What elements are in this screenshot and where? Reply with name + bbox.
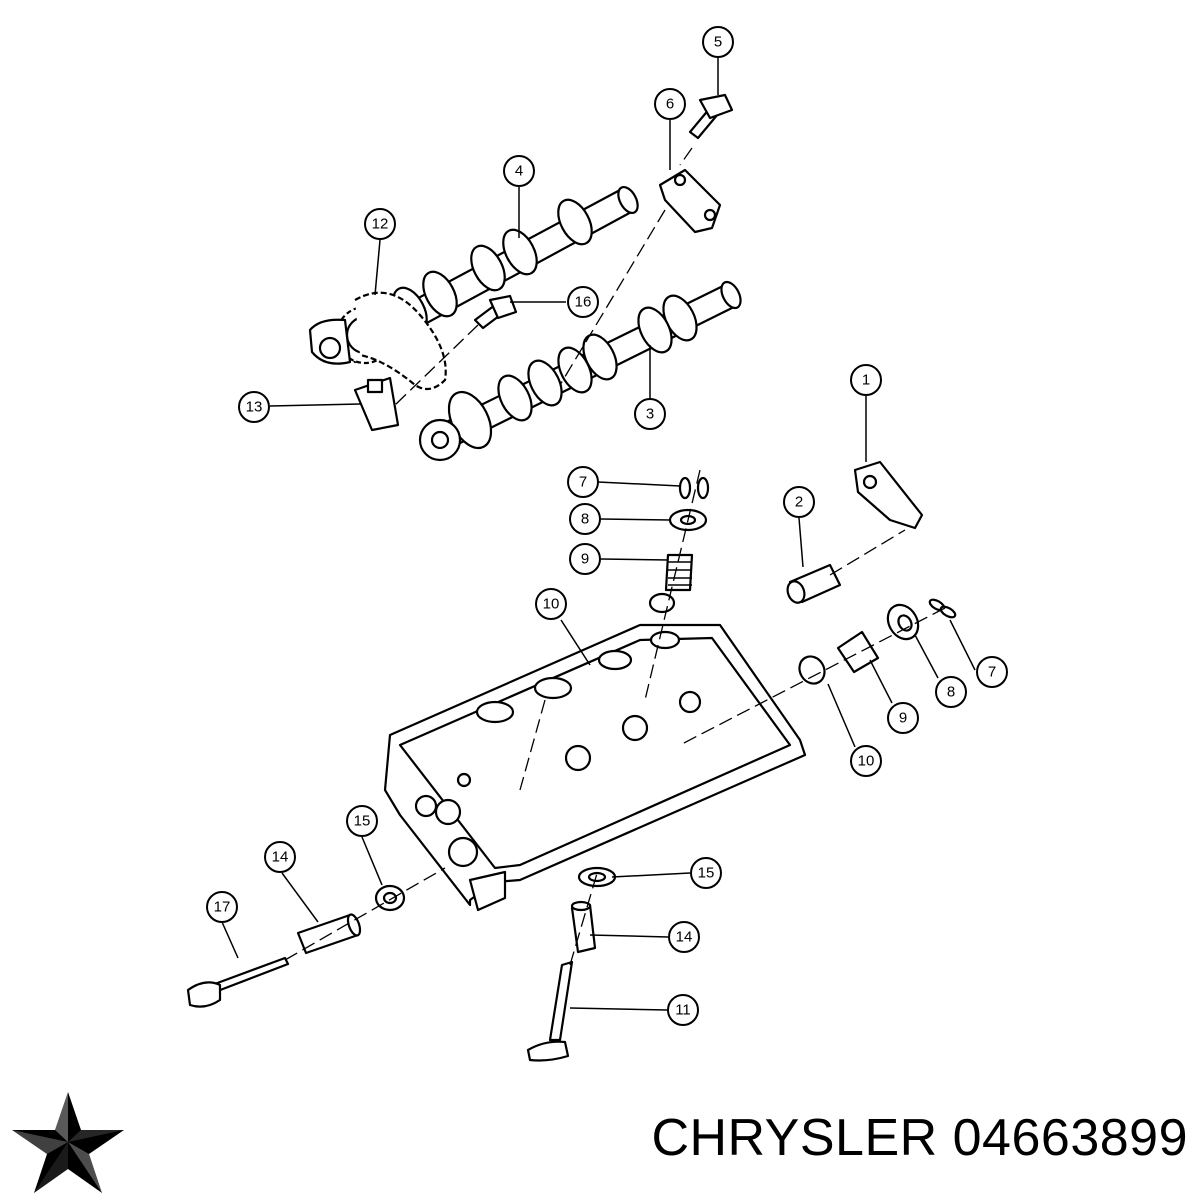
callout-5: 5 <box>702 26 734 58</box>
lash-adjuster-part-2 <box>786 563 842 604</box>
assembly-line-11 <box>569 869 599 966</box>
callout-13: 13 <box>238 391 270 423</box>
svg-text:4: 4 <box>515 163 523 180</box>
svg-text:7: 7 <box>579 474 587 491</box>
valve-spring-part-9b <box>836 630 880 674</box>
callout-16: 16 <box>567 286 599 318</box>
svg-text:14: 14 <box>272 849 289 866</box>
callout-14-left: 14 <box>264 841 296 873</box>
bearing-cap-part-6 <box>658 168 722 234</box>
bolt-part-5 <box>688 93 734 140</box>
svg-text:11: 11 <box>675 1002 691 1019</box>
svg-text:9: 9 <box>581 551 589 568</box>
valve-spring-part-9a <box>664 553 694 592</box>
callout-11: 11 <box>667 994 699 1026</box>
assembly-line-cap <box>559 209 666 386</box>
callout-10-upper: 10 <box>535 588 567 620</box>
leader-lines <box>221 58 976 1011</box>
callout-9-upper: 9 <box>569 543 601 575</box>
callout-14-right: 14 <box>668 921 700 953</box>
chrysler-pentastar-icon <box>12 1092 124 1193</box>
callout-4: 4 <box>503 155 535 187</box>
svg-text:8: 8 <box>581 511 589 528</box>
callout-10-right: 10 <box>850 745 882 777</box>
assembly-line-17 <box>284 867 446 961</box>
part-number-caption: CHRYSLER 04663899 <box>651 1108 1188 1168</box>
svg-text:15: 15 <box>354 813 371 830</box>
intake-valve-part-11 <box>526 960 574 1062</box>
callout-8-upper: 8 <box>569 503 601 535</box>
spring-retainer-part-8b <box>886 603 920 641</box>
bolt-part-16 <box>473 294 518 330</box>
brand-name: CHRYSLER <box>651 1109 938 1167</box>
rocker-arm-part-1 <box>853 460 924 530</box>
exhaust-valve-part-17 <box>186 956 290 1008</box>
callout-7-upper: 7 <box>567 466 599 498</box>
callout-6: 6 <box>654 88 686 120</box>
callout-7-right: 7 <box>976 656 1008 688</box>
callout-2: 2 <box>783 486 815 518</box>
assembly-line-bolt <box>679 147 693 166</box>
svg-text:8: 8 <box>947 684 955 701</box>
callout-12: 12 <box>364 208 396 240</box>
callout-17: 17 <box>206 891 238 923</box>
chain-tensioner <box>353 376 400 432</box>
callout-9-right: 9 <box>887 702 919 734</box>
svg-text:10: 10 <box>858 753 875 770</box>
valve-seal-part-10a <box>648 592 676 614</box>
valve-seal-part-15a <box>374 884 406 912</box>
callout-3: 3 <box>634 398 666 430</box>
svg-text:3: 3 <box>646 406 654 423</box>
assembly-line-right-stack <box>679 607 946 746</box>
timing-chain <box>354 291 447 391</box>
svg-text:13: 13 <box>246 399 263 416</box>
camshaft-lower <box>418 280 742 462</box>
valve-guide-part-14b <box>570 900 597 954</box>
valve-keepers-part-7a <box>678 476 710 500</box>
cylinder-head <box>383 623 807 912</box>
svg-text:2: 2 <box>795 494 803 511</box>
part-number: 04663899 <box>952 1109 1188 1167</box>
svg-text:5: 5 <box>714 34 722 51</box>
svg-text:16: 16 <box>575 294 592 311</box>
valve-seal-part-15b <box>577 866 617 888</box>
svg-text:15: 15 <box>698 865 715 882</box>
svg-text:9: 9 <box>899 710 907 727</box>
svg-text:1: 1 <box>862 372 870 389</box>
callout-1: 1 <box>850 364 882 396</box>
assembly-line-intake <box>519 699 546 791</box>
svg-text:17: 17 <box>214 899 231 916</box>
svg-text:12: 12 <box>372 216 389 233</box>
svg-text:6: 6 <box>666 96 674 113</box>
callout-15-left: 15 <box>346 805 378 837</box>
assembly-line-rocker <box>829 529 906 576</box>
svg-text:10: 10 <box>543 596 560 613</box>
callout-15-right: 15 <box>690 857 722 889</box>
svg-text:7: 7 <box>988 664 996 681</box>
callout-8-right: 8 <box>935 676 967 708</box>
valve-seal-part-10b <box>798 655 826 685</box>
valve-keepers-part-7b <box>928 598 957 619</box>
svg-text:14: 14 <box>676 929 693 946</box>
